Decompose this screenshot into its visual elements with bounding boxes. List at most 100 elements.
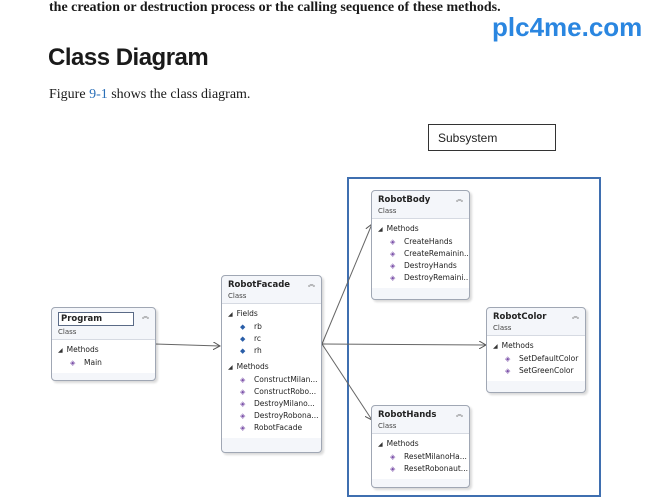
method-name: CreateHands: [404, 237, 453, 246]
method-row[interactable]: ◈ ResetMilanoHa...: [372, 451, 469, 463]
class-program[interactable]: Program Class ︽ ◢Methods ◈ Main: [51, 307, 156, 381]
field-row[interactable]: ◆rh: [222, 345, 321, 357]
class-robot-hands[interactable]: RobotHands Class ︽ ◢Methods ◈ ResetMilano…: [371, 405, 470, 488]
double-chevron-up-icon[interactable]: ︽: [456, 410, 463, 418]
method-row[interactable]: ◈RobotFacade: [222, 422, 321, 434]
method-icon: ◈: [390, 262, 396, 270]
triangle-expanded-icon: ◢: [58, 347, 63, 354]
method-name: DestroyRobona...: [254, 411, 319, 420]
class-robot-color-body: ◢Methods ◈ SetDefaultColor ◈ SetGreenColor: [487, 335, 585, 381]
triangle-expanded-icon: ◢: [378, 441, 383, 448]
field-name: rh: [254, 346, 262, 355]
method-icon: ◈: [390, 250, 396, 258]
field-icon: ◆: [240, 335, 246, 343]
subsystem-label: Subsystem: [428, 124, 556, 151]
class-stereotype: Class: [493, 324, 512, 332]
section-label: Fields: [236, 309, 258, 318]
method-row[interactable]: ◈DestroyMilano...: [222, 398, 321, 410]
method-name: Main: [84, 358, 102, 367]
class-name: Program: [58, 312, 134, 326]
figure-reference-link[interactable]: 9-1: [89, 87, 108, 102]
method-name: DestroyMilano...: [254, 399, 315, 408]
method-row[interactable]: ◈ ConstructRobo...: [222, 386, 321, 398]
method-name: CreateRemainin...: [404, 249, 470, 258]
class-robot-color[interactable]: RobotColor Class ︽ ◢Methods ◈ SetDefaultC…: [486, 307, 586, 393]
triangle-expanded-icon: ◢: [228, 311, 233, 318]
double-chevron-up-icon[interactable]: ︽: [142, 312, 149, 320]
double-chevron-up-icon[interactable]: ︽: [572, 312, 579, 320]
field-icon: ◆: [240, 323, 246, 331]
class-name: RobotHands: [378, 410, 437, 420]
class-name: RobotColor: [493, 312, 547, 322]
class-robot-body-body: ◢Methods ◈ CreateHands ◈ CreateRemainin...…: [372, 218, 469, 288]
class-stereotype: Class: [58, 328, 77, 336]
method-row[interactable]: ◈ ConstructMilan...: [222, 374, 321, 386]
caption-suffix: shows the class diagram.: [107, 87, 251, 102]
method-name: DestroyRemaini...: [404, 273, 470, 282]
class-robot-body-header: RobotBody Class ︽: [372, 191, 469, 218]
method-icon: ◈: [505, 355, 511, 363]
method-icon: ◈: [240, 424, 246, 432]
method-name: SetGreenColor: [519, 366, 574, 375]
intro-text: the creation or destruction process or t…: [49, 0, 501, 15]
class-program-header: Program Class ︽: [52, 308, 155, 339]
method-icon: ◈: [505, 367, 511, 375]
method-name: ConstructMilan...: [254, 375, 318, 384]
section-label: Methods: [501, 341, 534, 350]
method-name: ConstructRobo...: [254, 387, 317, 396]
method-icon: ◈: [390, 238, 396, 246]
methods-section[interactable]: ◢Methods: [487, 336, 585, 353]
class-robot-facade[interactable]: RobotFacade Class ︽ ◢Fields ◆rb ◆rc ◆rh …: [221, 275, 322, 453]
section-label: Methods: [386, 224, 419, 233]
method-name: SetDefaultColor: [519, 354, 579, 363]
class-robot-color-header: RobotColor Class ︽: [487, 308, 585, 335]
section-label: Methods: [66, 345, 99, 354]
methods-section[interactable]: ◢Methods: [372, 434, 469, 451]
arrow-facade-to-robothands: [321, 343, 372, 420]
method-icon: ◈: [70, 359, 76, 367]
triangle-expanded-icon: ◢: [378, 226, 383, 233]
methods-section[interactable]: ◢Methods: [222, 357, 321, 374]
fields-section[interactable]: ◢Fields: [222, 304, 321, 321]
class-robot-body[interactable]: RobotBody Class ︽ ◢Methods ◈ CreateHands …: [371, 190, 470, 300]
methods-section[interactable]: ◢Methods: [52, 340, 155, 357]
method-icon: ◈: [390, 274, 396, 282]
method-row[interactable]: ◈ SetGreenColor: [487, 365, 585, 377]
method-row[interactable]: ◈ CreateHands: [372, 236, 469, 248]
methods-section[interactable]: ◢Methods: [372, 219, 469, 236]
class-robot-hands-body: ◢Methods ◈ ResetMilanoHa... ◈ResetRobonau…: [372, 433, 469, 479]
class-robot-facade-body: ◢Fields ◆rb ◆rc ◆rh ◢Methods ◈ConstructM…: [222, 303, 321, 438]
method-row[interactable]: ◈ Main: [52, 357, 155, 369]
double-chevron-up-icon[interactable]: ︽: [456, 195, 463, 203]
field-row[interactable]: ◆ rc: [222, 333, 321, 345]
class-stereotype: Class: [378, 422, 397, 430]
field-name: rc: [254, 334, 262, 343]
double-chevron-up-icon[interactable]: ︽: [308, 280, 315, 288]
field-row[interactable]: ◆ rb: [222, 321, 321, 333]
method-icon: ◈: [240, 388, 246, 396]
class-name: RobotBody: [378, 195, 431, 205]
class-program-body: ◢Methods ◈ Main: [52, 339, 155, 373]
method-row[interactable]: ◈ DestroyRemaini...: [372, 272, 469, 284]
triangle-expanded-icon: ◢: [228, 364, 233, 371]
method-name: ResetMilanoHa...: [404, 452, 467, 461]
class-stereotype: Class: [228, 292, 247, 300]
section-label: Methods: [386, 439, 419, 448]
method-icon: ◈: [390, 453, 396, 461]
class-name: RobotFacade: [228, 280, 291, 290]
method-row[interactable]: ◈ SetDefaultColor: [487, 353, 585, 365]
method-row[interactable]: ◈ DestroyHands: [372, 260, 469, 272]
class-robot-facade-header: RobotFacade Class ︽: [222, 276, 321, 303]
arrow-program-to-facade: [154, 344, 220, 346]
method-row[interactable]: ◈ResetRobonaut...: [372, 463, 469, 475]
method-name: DestroyHands: [404, 261, 457, 270]
method-row[interactable]: ◈ CreateRemainin...: [372, 248, 469, 260]
method-icon: ◈: [390, 465, 396, 473]
watermark: plc4me.com: [492, 12, 643, 42]
class-robot-hands-header: RobotHands Class ︽: [372, 406, 469, 433]
method-row[interactable]: ◈DestroyRobona...: [222, 410, 321, 422]
arrow-facade-to-robotcolor: [321, 344, 486, 345]
field-name: rb: [254, 322, 262, 331]
method-icon: ◈: [240, 376, 246, 384]
